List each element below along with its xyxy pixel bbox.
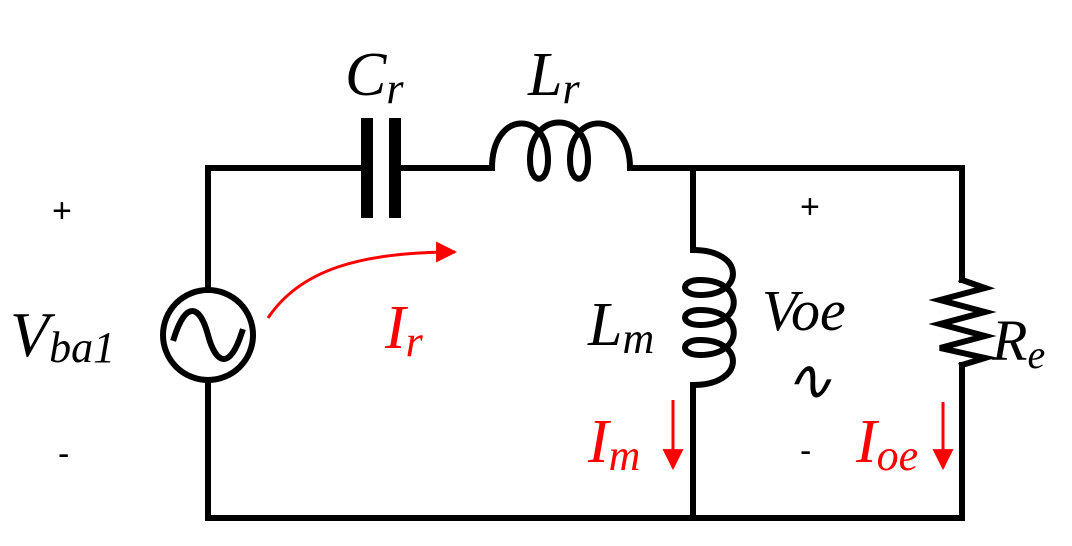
ac-voltage-source-icon [160, 287, 256, 383]
inductor-icon [489, 119, 633, 182]
inductor-lm-label: Lm [587, 291, 654, 363]
current-arrow-ir [266, 241, 458, 319]
current-ioe-label: Ioe [855, 408, 918, 480]
capacitor-icon [361, 118, 401, 218]
output-voltage-label: Voe [762, 278, 846, 343]
resistor-icon [928, 276, 997, 369]
wire-left-top [205, 165, 365, 288]
inductor-icon [682, 247, 737, 388]
wire-top-right [627, 165, 965, 283]
inductor-lr-label: Lr [527, 41, 580, 113]
output-minus-sign: - [800, 432, 811, 470]
output-plus-sign: + [800, 188, 820, 226]
source-label: Vba1 [10, 299, 115, 372]
current-ir-label: Ir [384, 294, 424, 366]
capacitor-label: Cr [345, 41, 404, 113]
source-minus-sign: - [58, 435, 69, 473]
ac-wave-symbol: ∿ [784, 348, 833, 413]
current-im-label: Im [587, 408, 640, 480]
source-plus-sign: + [52, 192, 72, 230]
wires [205, 165, 965, 521]
resistor-label: Re [991, 308, 1045, 377]
wire-left-bottom [205, 382, 965, 521]
